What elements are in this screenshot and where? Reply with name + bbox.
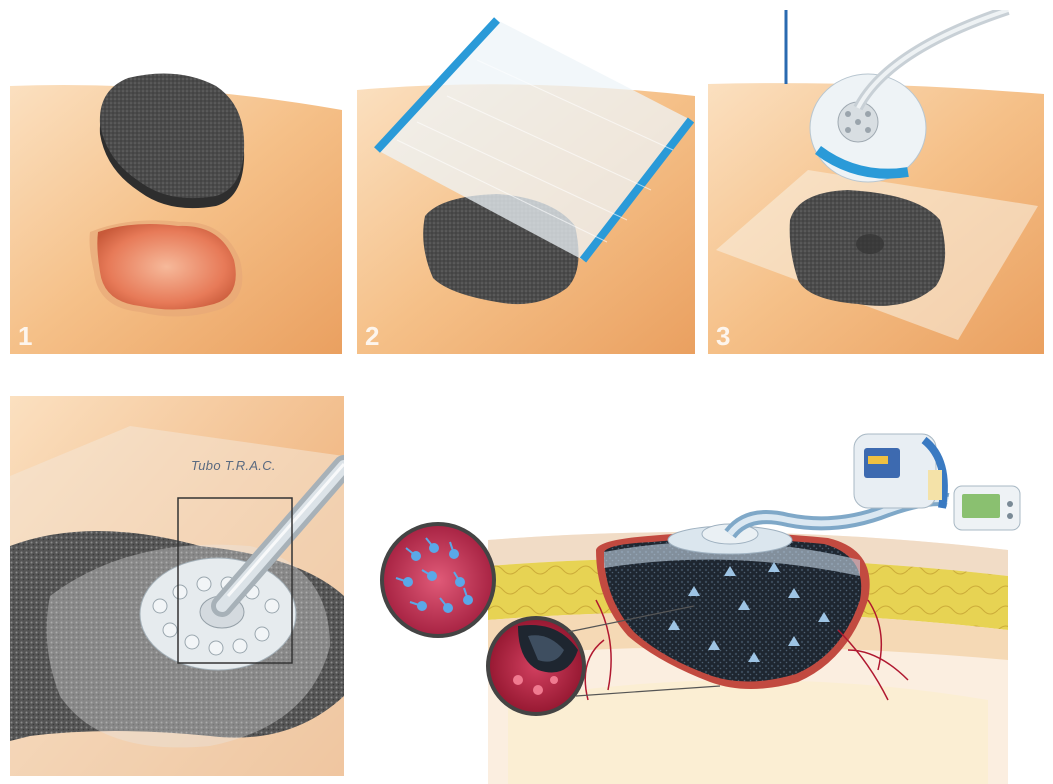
step-3-illustration bbox=[708, 10, 1044, 354]
step-number: 2 bbox=[365, 321, 379, 352]
vac-therapy-unit bbox=[854, 434, 944, 508]
step-number: 1 bbox=[18, 321, 32, 352]
remote-controller bbox=[954, 486, 1020, 530]
bacteria-zoom-circle bbox=[382, 524, 494, 636]
step-1-illustration bbox=[10, 10, 342, 354]
step-1-panel: 1 bbox=[10, 10, 342, 354]
drape-hole bbox=[856, 234, 884, 254]
step-3-panel: 3 bbox=[708, 10, 1044, 354]
cross-section-panel bbox=[368, 400, 1053, 784]
trac-detail-panel: Tubo T.R.A.C. bbox=[10, 396, 344, 776]
tube-label: Tubo T.R.A.C. bbox=[191, 458, 276, 473]
wound-bed bbox=[97, 224, 235, 310]
step-2-panel: 2 bbox=[357, 10, 695, 354]
tissue-zoom-circle bbox=[488, 618, 584, 714]
step-2-illustration bbox=[357, 10, 695, 354]
cross-section-illustration bbox=[368, 400, 1053, 784]
trac-detail-illustration bbox=[10, 396, 344, 776]
step-number: 3 bbox=[716, 321, 730, 352]
